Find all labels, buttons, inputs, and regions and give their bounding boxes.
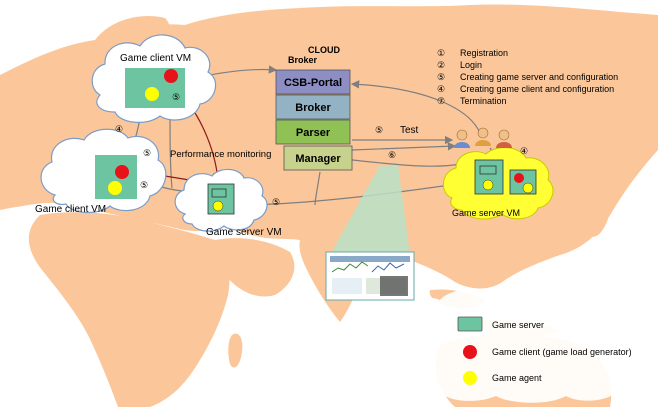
user-icon — [454, 129, 470, 148]
game-agent-icon — [212, 200, 224, 212]
broker-title-line1: CLOUD — [308, 45, 340, 55]
game-client-icon — [514, 173, 524, 183]
arrow-users-to-portal — [350, 80, 481, 134]
legend-game-server-label: Game server — [492, 320, 544, 330]
layer-csb-portal-label: CSB-Portal — [284, 77, 342, 89]
step-1-label: Registration — [460, 48, 508, 58]
game-agent-icon — [522, 182, 534, 194]
legend-game-server-icon — [457, 316, 483, 332]
game-agent-icon — [145, 87, 159, 101]
game-server-icon — [211, 188, 227, 198]
marker-server-mid: ⑤ — [272, 197, 280, 207]
layer-csb-portal — [275, 69, 351, 95]
layer-manager — [283, 145, 353, 171]
user-icon — [496, 129, 512, 148]
layer-manager-label: Manager — [295, 153, 341, 165]
game-agent-icon — [482, 179, 494, 191]
game-agent-icon — [108, 181, 122, 195]
layer-broker-label: Broker — [295, 102, 331, 114]
marker-client-top: ⑤ — [172, 92, 180, 102]
test-label: Test — [400, 125, 419, 136]
users-group — [454, 127, 512, 148]
layer-parser-label: Parser — [296, 127, 331, 139]
legend-game-client-icon — [463, 345, 477, 359]
step-2-label: Login — [460, 60, 482, 70]
marker-right-4: ④ — [520, 146, 528, 156]
game-client-icon — [115, 165, 129, 179]
step-4-num: ④ — [437, 84, 445, 94]
marker-manager: ⑥ — [388, 150, 396, 160]
broker-title-line2: Broker — [288, 55, 318, 65]
user-icon — [475, 127, 491, 146]
africa-landmass — [28, 212, 230, 407]
server-mid-label: Game server VM — [206, 227, 282, 238]
layer-broker — [275, 94, 351, 120]
legend: Game server Game client (game load gener… — [400, 289, 647, 403]
step-5-num: ⑦ — [437, 96, 445, 106]
game-client-icon — [164, 69, 178, 83]
arrow-manager-to-users — [351, 142, 457, 151]
step-1-num: ① — [437, 48, 445, 58]
legend-game-client-label: Game client (game load generator) — [492, 347, 632, 357]
marker-client-left-a: ⑤ — [143, 148, 151, 158]
perf-monitor-label: Performance monitoring — [170, 149, 271, 160]
step-3-label: Creating game server and configuration — [460, 72, 618, 82]
game-server-icon — [479, 165, 497, 175]
step-2-num: ② — [437, 60, 445, 70]
step-markers: ⑤ ④ ⑤ ⑤ ⑤ ⑤ ⑥ ④ — [115, 92, 528, 207]
monitoring-screenshot — [325, 165, 415, 301]
marker-client-left-b: ⑤ — [140, 180, 148, 190]
marker-test: ⑤ — [375, 125, 383, 135]
madagascar-landmass — [228, 333, 243, 368]
step-4-label: Creating game client and configuration — [460, 84, 614, 94]
server-right-label: Game server VM — [452, 208, 520, 218]
steps-list: ① Registration ② Login ⑤ Creating game s… — [437, 48, 618, 106]
arabia-landmass — [215, 238, 295, 297]
japan-landmass — [585, 207, 610, 237]
legend-game-agent-icon — [463, 371, 477, 385]
client-top-label: Game client VM — [120, 53, 191, 64]
client-left-label: Game client VM — [35, 204, 106, 215]
step-5-label: Termination — [460, 96, 507, 106]
layer-parser — [275, 119, 351, 145]
legend-game-agent-label: Game agent — [492, 373, 542, 383]
arrow-manager-to-monitor — [314, 171, 321, 206]
step-3-num: ⑤ — [437, 72, 445, 82]
broker-stack: CSB-Portal Broker Parser Manager — [275, 69, 353, 171]
marker-left-4: ④ — [115, 124, 123, 134]
